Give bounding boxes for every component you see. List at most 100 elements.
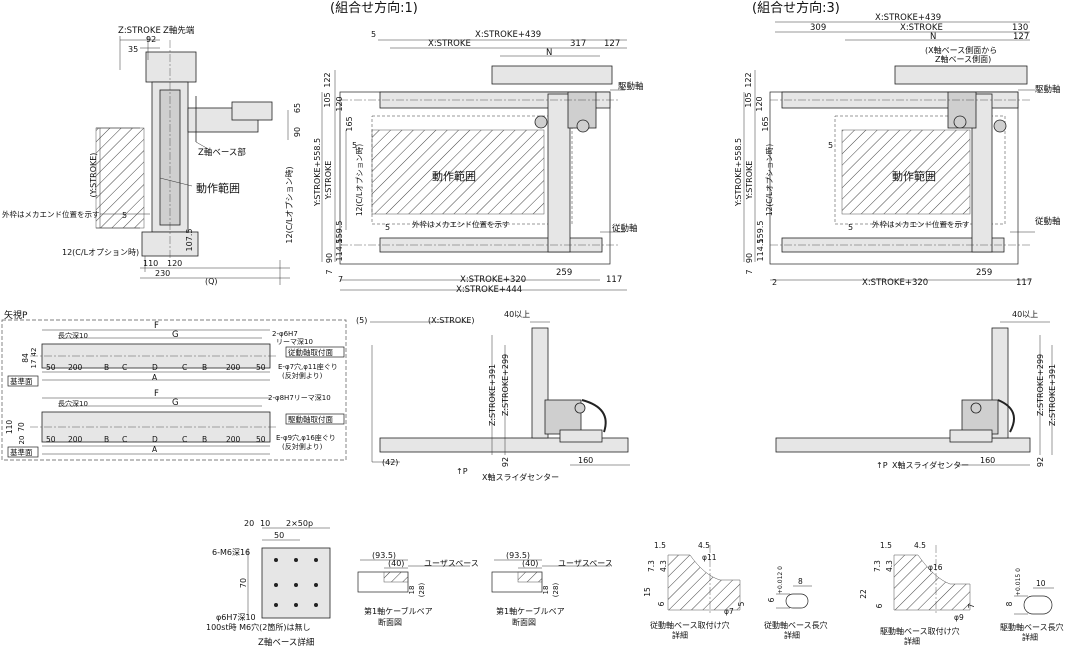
top1-x-stroke-320: X:STROKE+320: [460, 275, 526, 285]
view-p-base: 基準面: [10, 376, 33, 386]
zbase-d10: 10: [260, 519, 270, 528]
view-p-d84: 84: [21, 353, 30, 363]
cable1-user: ユーザスペース: [424, 559, 479, 568]
top1-x-stroke: X:STROKE: [428, 39, 471, 49]
dim-120-side: 120: [167, 259, 182, 268]
front1-d92: 92: [501, 457, 510, 467]
dh-d15: 15: [643, 587, 652, 597]
top1-motion-range: 動作範囲: [432, 169, 476, 183]
view-p-opposite: (反対側より): [282, 371, 323, 380]
top3-dim-309: 309: [810, 23, 826, 33]
front1-slider-center: X軸スライダセンター: [482, 472, 559, 482]
dvh-d7: 7: [967, 603, 976, 608]
dvh-title: 駆動軸ベース取付け穴: [880, 626, 960, 636]
z-motor: [145, 51, 197, 83]
drive-slot-detail: 8 +0.015 0 10 駆動軸ベース長穴 詳細: [1000, 568, 1064, 642]
front3-d160: 160: [980, 456, 995, 465]
view-p2-d50-l: 50: [46, 435, 56, 444]
view-p-c-l: C: [122, 363, 127, 372]
driven-hole-section: [667, 554, 741, 611]
top1-x-stroke-439: X:STROKE+439: [475, 30, 541, 40]
z-stroke-label: Z:STROKE: [118, 26, 161, 36]
top1-dim-5: 5: [371, 30, 376, 39]
top3-drive-axis: 駆動軸: [1035, 84, 1061, 95]
dvs-title: 駆動軸ベース長穴: [1000, 622, 1064, 632]
dh-d7: φ7: [724, 607, 734, 616]
front1-z-axis: [531, 327, 549, 439]
view-p2-c-l: C: [122, 435, 127, 444]
ds-tol: +0.012 0: [777, 566, 784, 594]
view-p-opposite-2: (反対側より): [282, 442, 323, 451]
view-p2-d50-r: 50: [256, 435, 266, 444]
view-p-drive-surface: 駆動軸取付面: [288, 414, 333, 424]
top3-dim-122: 122: [744, 72, 753, 87]
cable1-title2: 断面図: [378, 617, 402, 627]
dvh-d1-5: 1.5: [880, 541, 892, 550]
ds-d8: 8: [798, 577, 803, 586]
zbase-d70: 70: [239, 578, 248, 588]
top3-dim-2: 2: [772, 278, 777, 287]
view-p2-d200-l: 200: [68, 435, 83, 444]
front3-carriage: [949, 429, 993, 443]
view-p2-b-r: B: [202, 435, 207, 444]
view-p-a: A: [152, 373, 158, 382]
top1-y-stroke-558: Y:STROKE+558.5: [313, 138, 322, 207]
y-stroke-side: (Y:STROKE): [89, 153, 98, 198]
dh-d11: φ11: [702, 553, 717, 562]
front1-x-stroke: (X:STROKE): [428, 316, 475, 325]
base-surface-box: [7, 375, 39, 387]
top3-dim-5-a: 5: [828, 141, 833, 150]
top1-motion-hatch: [371, 129, 545, 215]
top1-dim-105: 105: [323, 92, 332, 107]
view-p-d: D: [152, 363, 158, 372]
dh-title: 従動軸ベース取付け穴: [650, 620, 730, 630]
view-p2-b-l: B: [104, 435, 109, 444]
cable2-user: ユーザスペース: [558, 559, 613, 568]
zbase-pin: φ6H7深10: [216, 613, 256, 622]
view-p-d50-l: 50: [46, 363, 56, 372]
view-p-f: F: [154, 321, 159, 331]
view-p2-c-r: C: [182, 435, 187, 444]
front1-d160: 160: [578, 456, 593, 465]
cable1-d40: (40): [388, 559, 404, 568]
view-p: 矢視P F G 長穴深10 2-φ6H7 リーマ深10 従動軸取付面 E-φ7穴…: [1, 309, 347, 461]
cable1-d93: (93.5): [372, 551, 396, 560]
dh-d4-3: 4.3: [659, 560, 668, 572]
view-p-c-r: C: [182, 363, 187, 372]
view-p-drive-hole: E-φ9穴,φ16座ぐり: [276, 433, 336, 442]
zbase-pitch: 2×50p: [286, 519, 313, 528]
top3-outer-frame: [834, 115, 1006, 225]
view-p-d50-r: 50: [256, 363, 266, 372]
ds-title: 従動軸ベース長穴: [764, 620, 828, 630]
ds-title2: 詳細: [784, 630, 800, 640]
dim-107-5: 107.5: [185, 229, 194, 252]
dim-65-side: 65: [293, 103, 302, 113]
dvs-tol: +0.015 0: [1015, 568, 1022, 596]
drive-surface-box: [285, 413, 345, 425]
top3-dim-90: 90: [745, 253, 754, 263]
dim-90-side: 90: [293, 127, 302, 137]
zbase-m6: 6-M6深16: [212, 548, 250, 557]
view-p-d70: 70: [17, 422, 26, 432]
dim-92: 92: [146, 35, 156, 44]
cable-bear-2: (93.5) (40) ユーザスペース 18 (28) 第1軸ケーブルベア 断面…: [491, 551, 613, 627]
front3-z299: Z:STROKE+299: [1036, 354, 1045, 416]
dh-title2: 詳細: [672, 630, 688, 640]
side-motion-hatch: [95, 127, 145, 229]
view-p-base-2: 基準面: [10, 447, 33, 457]
cable2-d28: (28): [552, 583, 560, 598]
top3-n: N: [930, 32, 936, 42]
dvh-d22: 22: [859, 589, 868, 599]
view-p-d20: 20: [18, 436, 26, 445]
dh-d7-3: 7.3: [647, 560, 656, 572]
top1-dim-7-left: 7: [325, 269, 334, 274]
view-p-driven-hole: E-φ7穴,φ11座ぐり: [278, 362, 338, 371]
top1-dim-114-5: 114.5: [335, 239, 344, 262]
top1-dim-317: 317: [570, 39, 586, 49]
view-p-long-hole-2: 長穴深10: [58, 399, 88, 408]
view-p-f2: F: [154, 389, 159, 399]
cable2-user-space: [517, 571, 543, 583]
dvs-d8: 8: [1005, 601, 1014, 606]
front3-cable: [997, 399, 1015, 433]
